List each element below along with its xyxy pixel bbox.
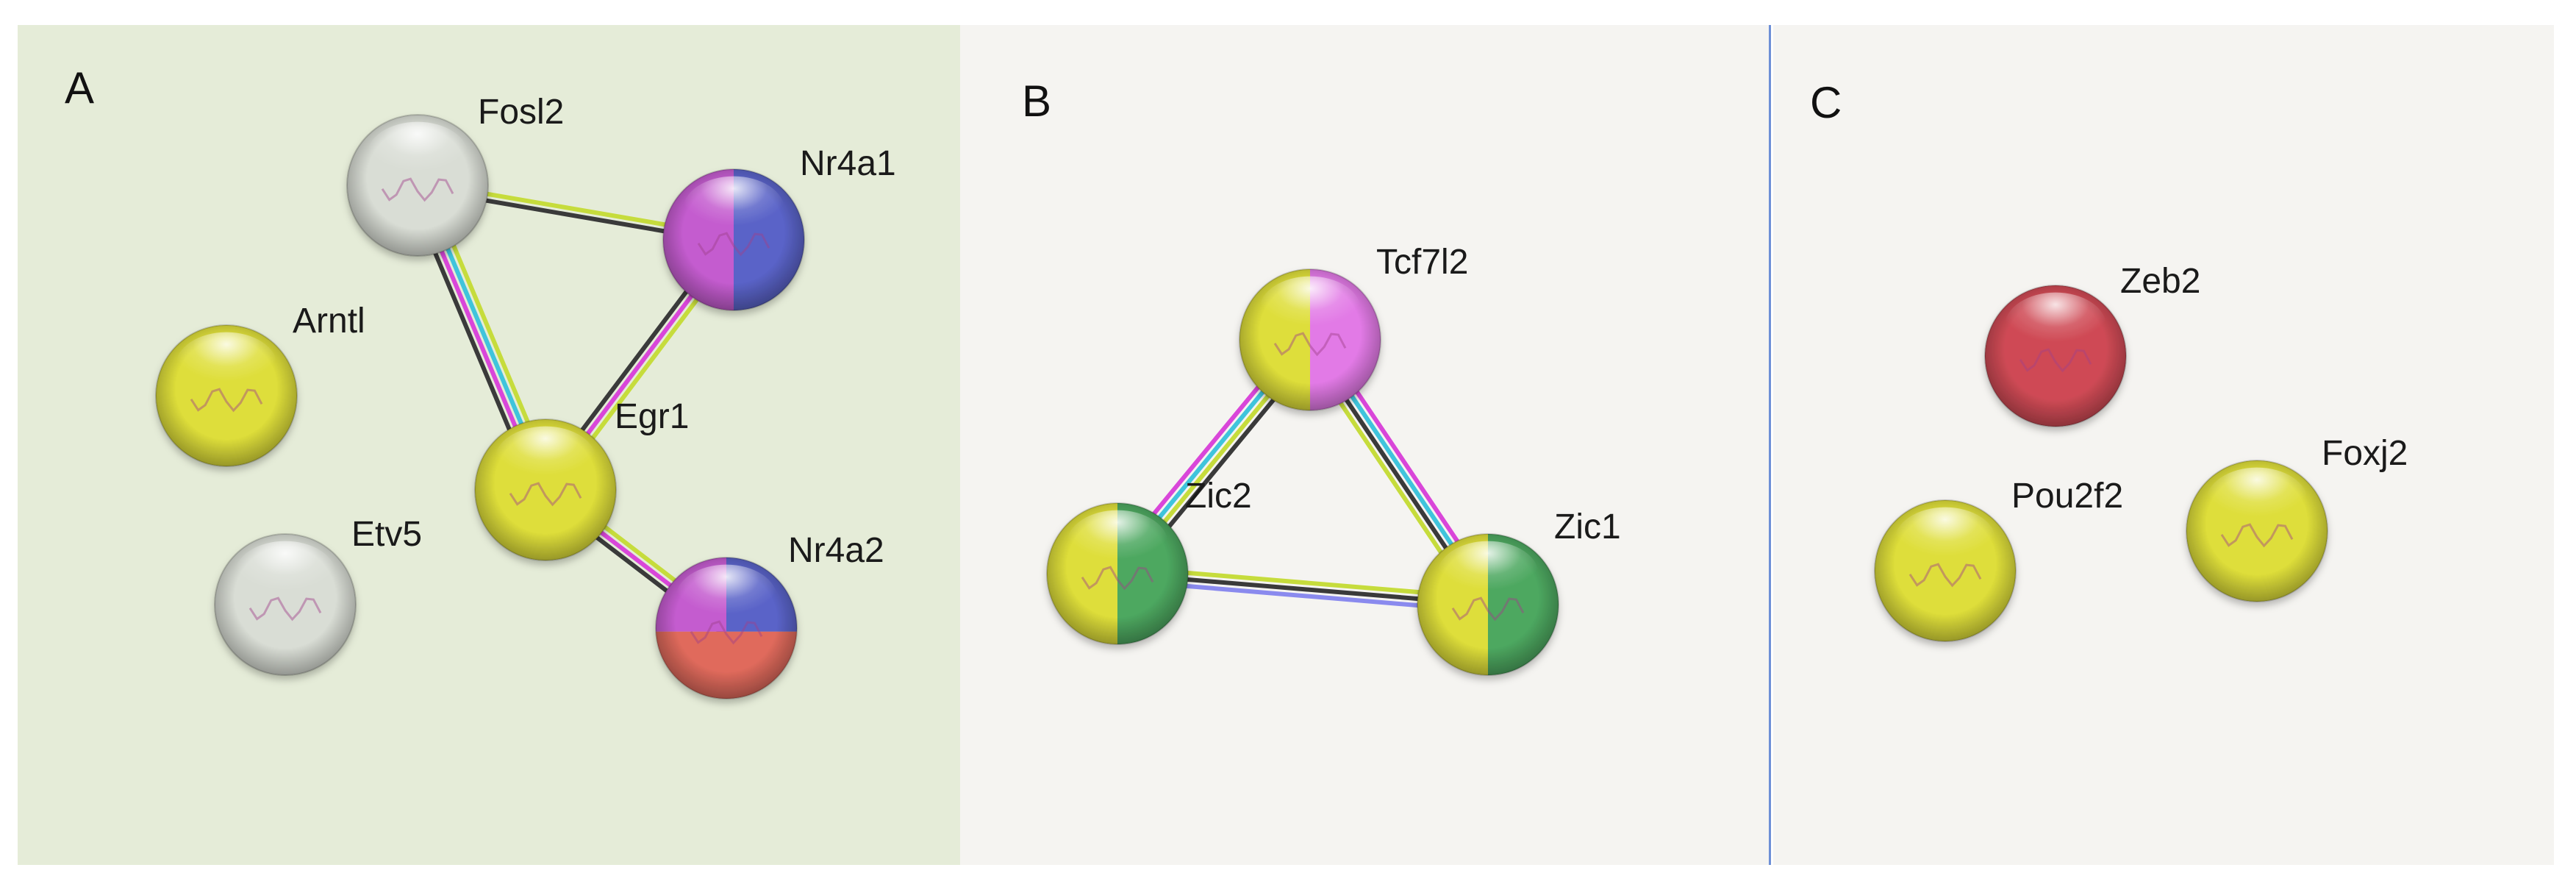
node-zic1[interactable] (1417, 533, 1559, 676)
label-zic1: Zic1 (1554, 507, 1621, 546)
node-body (215, 534, 356, 675)
node-gloss (1066, 510, 1169, 578)
protein-nodes (155, 114, 2328, 702)
node-gloss (175, 332, 278, 400)
node-gloss (1259, 276, 1362, 344)
node-foxj2[interactable] (2186, 460, 2328, 602)
node-gloss (366, 121, 469, 190)
label-zic2: Zic2 (1185, 477, 1252, 516)
panel-c (1773, 25, 2554, 865)
label-tcf7l2: Tcf7l2 (1376, 243, 1468, 282)
node-zeb2[interactable] (1984, 285, 2127, 427)
node-gloss (234, 541, 337, 609)
panel-c-label: C (1810, 78, 1842, 127)
node-body (347, 115, 488, 256)
node-body (475, 419, 616, 560)
node-tcf7l2[interactable] (1239, 268, 1381, 411)
node-nr4a2[interactable] (655, 557, 798, 702)
node-body (656, 558, 797, 699)
node-body (1875, 500, 2016, 641)
node-gloss (2205, 467, 2308, 535)
label-zeb2: Zeb2 (2120, 262, 2200, 301)
node-body (2186, 460, 2328, 602)
label-arntl: Arntl (293, 302, 365, 341)
node-gloss (675, 564, 778, 633)
node-gloss (2004, 292, 2107, 360)
node-gloss (1437, 541, 1539, 609)
label-egr1: Egr1 (615, 397, 689, 436)
node-etv5[interactable] (214, 533, 357, 676)
panel-b (960, 25, 1769, 865)
node-gloss (494, 426, 597, 494)
node-zic2[interactable] (1046, 502, 1189, 645)
label-fosl2: Fosl2 (478, 93, 564, 132)
label-nr4a2: Nr4a2 (788, 531, 884, 570)
panel-b-label: B (1022, 76, 1051, 126)
node-nr4a1[interactable] (662, 168, 805, 311)
node-body (1985, 285, 2126, 427)
node-body (156, 325, 297, 466)
panel-a (18, 25, 960, 865)
node-arntl[interactable] (155, 324, 298, 467)
panel-divider (1769, 25, 1771, 865)
node-gloss (682, 176, 785, 244)
label-pou2f2: Pou2f2 (2011, 477, 2123, 516)
label-foxj2: Foxj2 (2322, 434, 2408, 473)
panel-a-label: A (65, 63, 94, 113)
label-nr4a1: Nr4a1 (800, 144, 896, 183)
node-egr1[interactable] (474, 418, 617, 561)
node-pou2f2[interactable] (1874, 499, 2017, 642)
interaction-edges (406, 179, 1498, 635)
label-etv5: Etv5 (351, 515, 422, 554)
node-gloss (1894, 507, 1997, 575)
node-fosl2[interactable] (346, 114, 489, 257)
